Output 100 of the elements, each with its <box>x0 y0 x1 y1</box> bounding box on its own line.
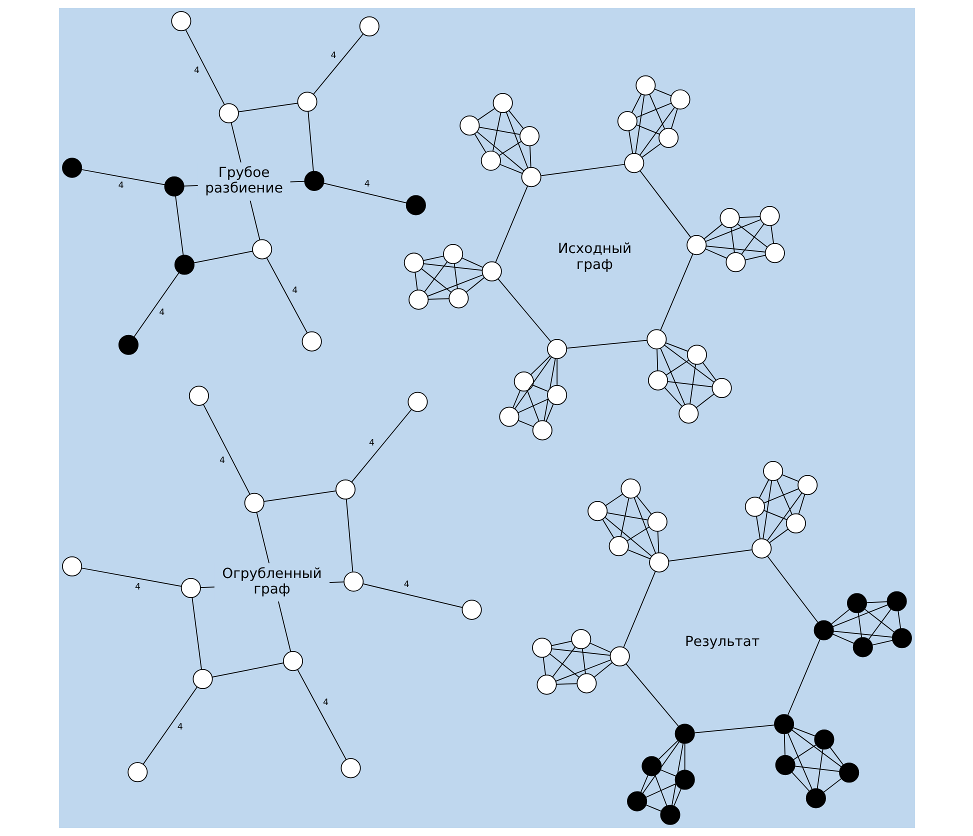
node-circle <box>546 339 567 360</box>
connector <box>704 248 727 259</box>
node-circle <box>725 252 746 272</box>
connector <box>80 169 165 186</box>
connector <box>792 744 816 760</box>
connector <box>665 360 689 376</box>
connector <box>512 390 520 408</box>
connector <box>193 250 252 264</box>
edge-label: 4 <box>330 50 336 61</box>
connector <box>684 743 685 770</box>
connector <box>763 510 787 520</box>
connector <box>781 474 798 482</box>
node-circle <box>762 461 783 482</box>
node-circle <box>164 176 184 196</box>
connector <box>633 497 656 554</box>
connector <box>622 571 656 648</box>
connector <box>589 642 611 653</box>
connector <box>542 657 546 676</box>
node-circle <box>188 386 208 406</box>
node-circle <box>647 370 668 390</box>
node-circle <box>127 762 148 782</box>
node-circle <box>520 167 541 188</box>
connector <box>857 612 862 638</box>
node-circle <box>686 235 706 256</box>
connector <box>581 648 586 674</box>
node-circle <box>218 103 238 124</box>
connector <box>868 608 891 640</box>
node-circle <box>244 492 264 513</box>
connector <box>174 196 184 256</box>
connector <box>864 608 894 632</box>
node-circle <box>513 371 534 392</box>
node-circle <box>408 290 428 310</box>
node-circle <box>805 788 826 808</box>
connector <box>790 729 842 768</box>
connector <box>897 610 900 629</box>
connector <box>660 769 676 776</box>
connector <box>530 356 550 376</box>
connector <box>550 648 610 656</box>
connector <box>414 272 418 291</box>
connector <box>670 108 678 130</box>
node-circle <box>532 420 552 440</box>
node-circle <box>282 651 302 672</box>
node-circle <box>759 206 780 226</box>
connector <box>263 490 336 502</box>
connector <box>362 583 462 608</box>
node-circle <box>660 804 680 825</box>
connector <box>794 766 840 772</box>
connector <box>529 146 531 168</box>
connector <box>636 124 660 135</box>
node-circle <box>403 252 424 273</box>
connector <box>626 549 650 560</box>
node-circle <box>620 478 640 499</box>
node-circle <box>192 668 212 690</box>
connector <box>644 783 676 798</box>
connector <box>427 298 449 300</box>
connector <box>422 263 482 271</box>
node-circle <box>846 593 867 614</box>
connector <box>786 638 820 716</box>
connector <box>630 94 642 113</box>
node-circle <box>711 378 732 398</box>
connector <box>866 601 888 604</box>
connector <box>642 741 680 794</box>
node-circle <box>814 729 834 750</box>
connector <box>478 126 520 135</box>
node-circle <box>751 538 772 558</box>
connector <box>453 263 458 290</box>
connector <box>202 404 250 495</box>
node-circle <box>886 591 906 612</box>
connector <box>424 262 448 292</box>
connector <box>730 227 734 253</box>
node-circle <box>626 791 647 812</box>
node-circle <box>461 600 482 620</box>
connector <box>184 30 224 105</box>
connector <box>634 94 644 154</box>
node-circle <box>304 170 324 191</box>
node-circle <box>570 629 591 650</box>
connector <box>508 110 524 129</box>
connector <box>80 568 182 587</box>
connector <box>548 654 579 678</box>
node-circle <box>686 344 706 365</box>
node-circle <box>641 756 662 776</box>
node-circle <box>343 572 364 592</box>
connector <box>756 516 760 540</box>
node-circle <box>608 536 628 556</box>
connector <box>695 394 714 408</box>
connector <box>762 488 798 504</box>
node-circle <box>624 153 644 174</box>
node-circle <box>498 406 519 427</box>
connector <box>606 512 648 520</box>
connector <box>656 531 659 554</box>
connector <box>266 257 308 334</box>
connector <box>668 549 752 562</box>
node-circle <box>648 552 669 572</box>
node-circle <box>774 714 794 734</box>
connector <box>636 496 652 514</box>
connector <box>689 364 696 404</box>
connector <box>133 272 179 338</box>
connector <box>526 390 539 422</box>
connector <box>645 804 662 812</box>
connector <box>345 498 353 572</box>
